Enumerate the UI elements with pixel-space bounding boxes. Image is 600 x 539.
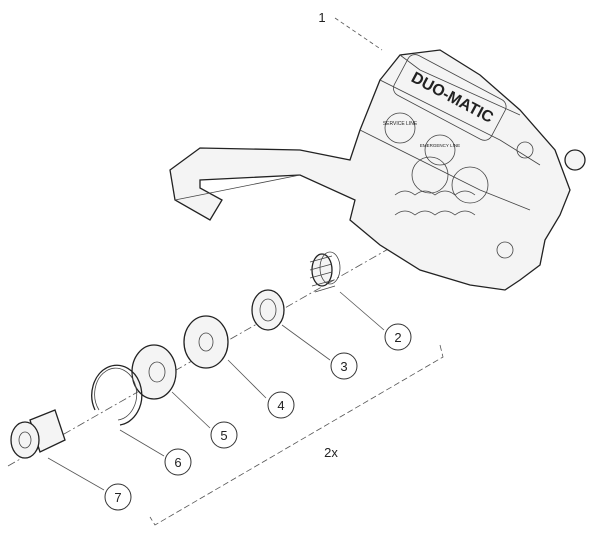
emergency-line-badge: EMERGENCY LINE (420, 143, 460, 148)
svg-text:6: 6 (174, 455, 181, 470)
callout-2: 2 (384, 323, 412, 351)
washer-part-5 (131, 344, 177, 400)
callout-7: 7 (104, 483, 132, 511)
spring-part-2 (309, 251, 341, 293)
leader-lines (47, 17, 444, 526)
circlip-part-6 (91, 364, 143, 426)
svg-text:2: 2 (394, 330, 401, 345)
callout-5: 5 (210, 421, 238, 449)
seal-part-3 (251, 289, 285, 331)
callout-3: 3 (330, 352, 358, 380)
quantity-note: 2x (324, 445, 338, 460)
svg-text:3: 3 (340, 359, 347, 374)
svg-text:5: 5 (220, 428, 227, 443)
svg-text:7: 7 (114, 490, 121, 505)
washer-part-4 (183, 315, 229, 369)
plug-part-7 (10, 409, 66, 459)
coupling-head-part-1: DUO-MATIC SERVICE LINE EMERGENCY LINE (169, 49, 586, 291)
callout-1: 1 (318, 10, 325, 25)
service-line-badge: SERVICE LINE (383, 121, 418, 127)
callout-6: 6 (164, 448, 192, 476)
svg-text:4: 4 (277, 398, 284, 413)
callout-4: 4 (267, 391, 295, 419)
